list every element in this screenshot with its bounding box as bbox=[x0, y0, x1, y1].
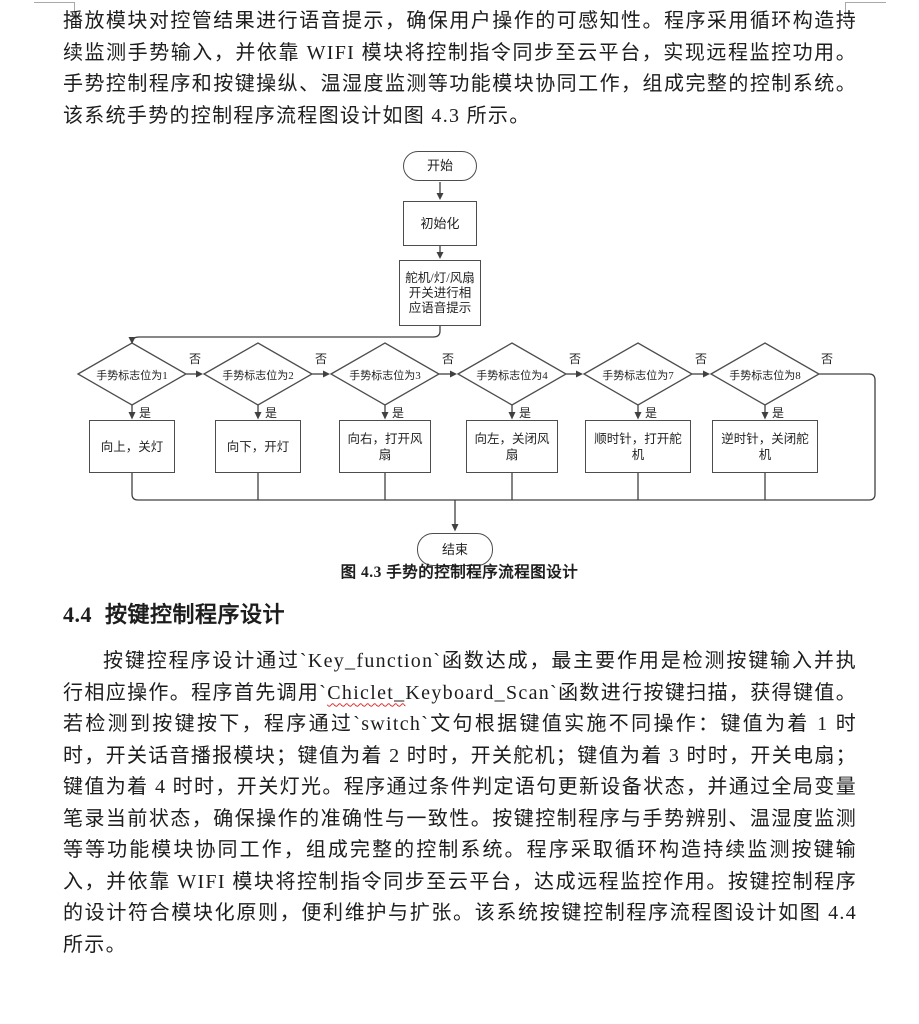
flowchart-lines bbox=[131, 182, 876, 524]
flow-node-start: 开始 bbox=[403, 151, 477, 181]
figure-caption: 图 4.3 手势的控制程序流程图设计 bbox=[340, 564, 579, 581]
flow-yes-label: 是 bbox=[139, 406, 152, 420]
flow-no-label: 否 bbox=[820, 352, 834, 366]
flow-node-voice-prompt: 舵机/灯/风扇开关进行相应语音提示 bbox=[399, 260, 481, 326]
margin-crop-mark-left bbox=[34, 2, 75, 19]
flow-decision-2: 手势标志位为2 bbox=[222, 370, 294, 382]
spellcheck-squiggle-text: Chiclet_ bbox=[327, 681, 406, 704]
flow-no-label: 否 bbox=[568, 352, 582, 366]
flow-yes-label: 是 bbox=[645, 406, 658, 420]
paragraph-gesture-summary: 播放模块对控管结果进行语音提示，确保用户操作的可感知性。程序采用循环构造持续监测… bbox=[63, 10, 857, 127]
paragraph-key-control-text: Keyboard_Scan`函数进行按键扫描，获得键值。若检测到按键按下，程序通… bbox=[63, 681, 858, 956]
flow-node-init: 初始化 bbox=[403, 201, 477, 246]
section-heading: 4.4 按键控制程序设计 bbox=[63, 597, 285, 629]
flow-action-light-on: 向下，开灯 bbox=[215, 420, 301, 473]
flow-no-label: 否 bbox=[694, 352, 708, 366]
paragraph-key-control: 按键控程序设计通过`Key_function`函数达成，最主要作用是检测按键输入… bbox=[63, 646, 857, 961]
flow-action-servo-on: 顺时针，打开舵机 bbox=[585, 420, 691, 473]
flow-no-label: 否 bbox=[314, 352, 328, 366]
flow-no-label: 否 bbox=[188, 352, 202, 366]
flow-yes-label: 是 bbox=[265, 406, 278, 420]
paragraph-key-control-text: 按键控程序设计通过`Key_function`函数达成，最主要作用是检测按键输入… bbox=[63, 650, 857, 704]
section-number: 4.4 bbox=[63, 602, 92, 627]
flow-action-light-off: 向上，关灯 bbox=[89, 420, 175, 473]
flow-yes-label: 是 bbox=[392, 406, 405, 420]
flow-no-label: 否 bbox=[441, 352, 455, 366]
flow-action-fan-off: 向左，关闭风扇 bbox=[466, 420, 558, 473]
margin-crop-mark-right bbox=[845, 2, 886, 19]
decision-diamonds bbox=[76, 342, 821, 406]
section-title: 按键控制程序设计 bbox=[105, 602, 286, 627]
flow-yes-label: 是 bbox=[519, 406, 532, 420]
flow-decision-4: 手势标志位为4 bbox=[476, 370, 548, 382]
flowchart-arrowheads bbox=[128, 193, 769, 532]
flow-node-end: 结束 bbox=[417, 533, 493, 566]
flow-decision-1: 手势标志位为1 bbox=[96, 370, 168, 382]
flow-action-servo-off: 逆时针，关闭舵机 bbox=[712, 420, 818, 473]
flow-decision-7: 手势标志位为7 bbox=[602, 370, 674, 382]
flow-decision-8: 手势标志位为8 bbox=[729, 370, 801, 382]
flow-yes-label: 是 bbox=[772, 406, 785, 420]
flow-decision-3: 手势标志位为3 bbox=[349, 370, 421, 382]
flow-action-fan-on: 向右，打开风扇 bbox=[339, 420, 431, 473]
flowchart-connectors bbox=[76, 182, 876, 532]
